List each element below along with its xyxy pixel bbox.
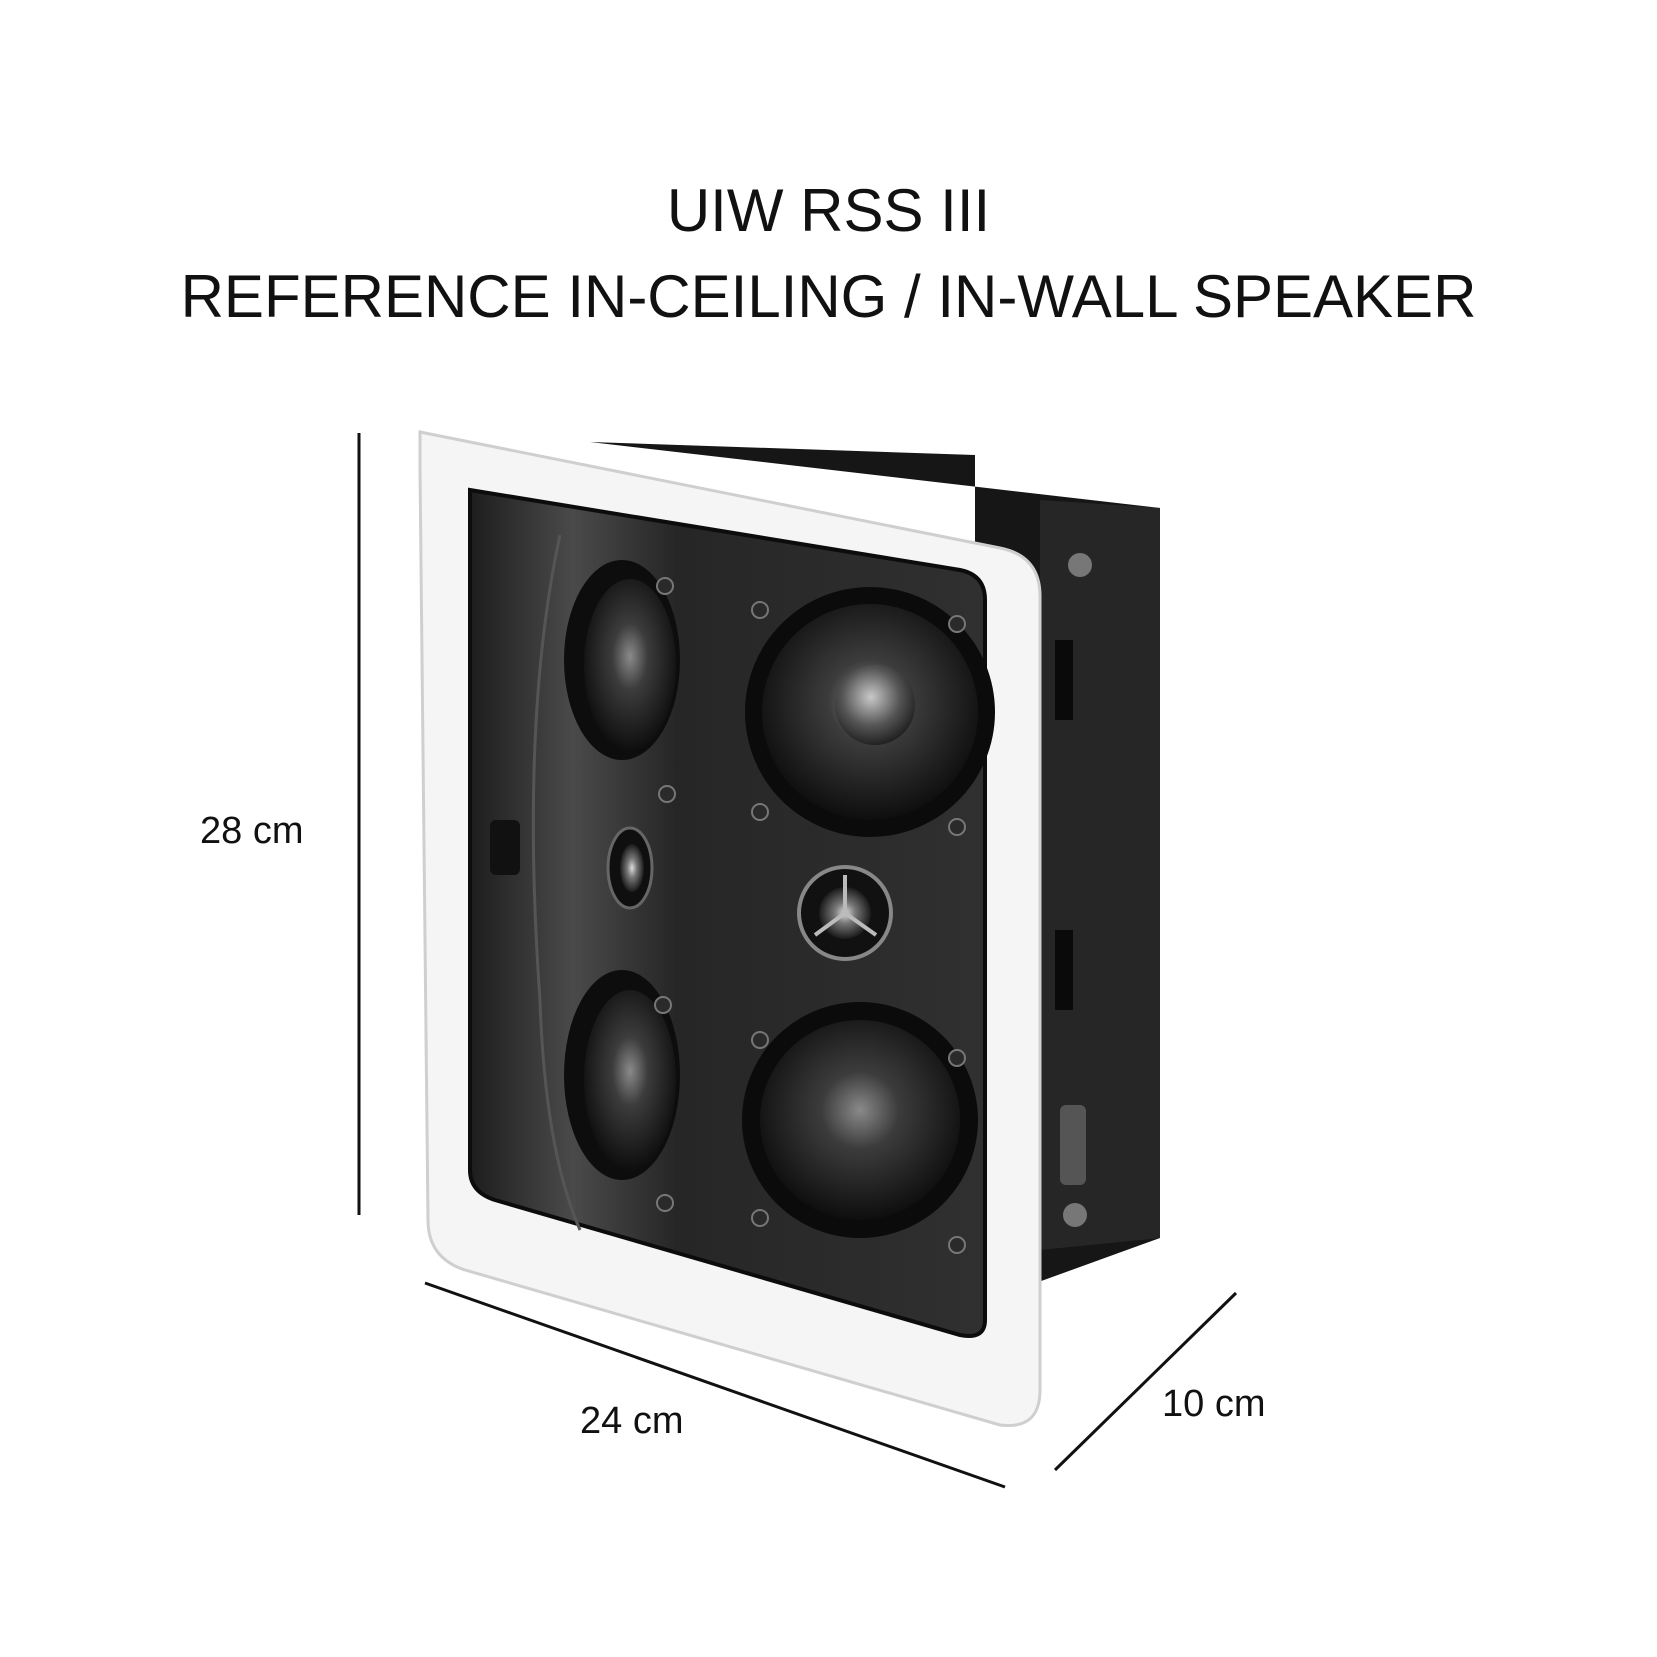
woofer-right-top: [745, 587, 995, 837]
tweeter-right: [797, 865, 893, 961]
depth-dimension-line: [1053, 1291, 1238, 1472]
height-label: 28 cm: [200, 810, 304, 852]
depth-label: 10 cm: [1162, 1383, 1266, 1425]
woofer-right-bottom: [742, 1002, 978, 1238]
mounting-screws: [654, 577, 966, 1254]
width-dimension-line: [424, 1281, 1006, 1489]
woofer-left-bottom: [564, 970, 680, 1180]
product-model-title: UIW RSS III: [666, 177, 991, 244]
product-description-title: REFERENCE IN-CEILING / IN-WALL SPEAKER: [180, 263, 1477, 330]
width-label: 24 cm: [580, 1400, 684, 1442]
tweeter-left: [606, 826, 654, 910]
woofer-left-top: [564, 560, 680, 760]
